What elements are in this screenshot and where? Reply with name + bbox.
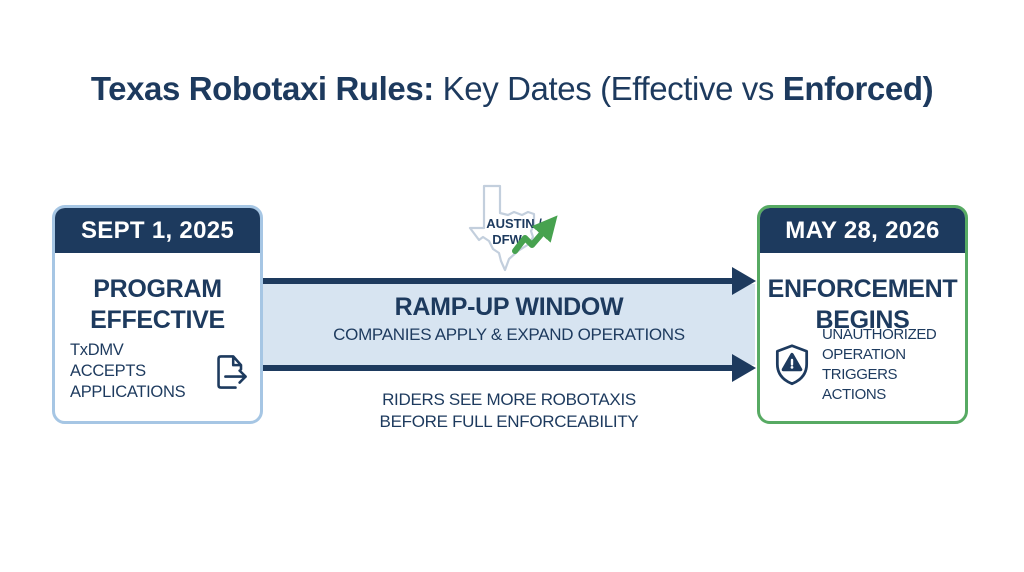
right-card-note-line3: TRIGGERS ACTIONS	[822, 366, 898, 403]
band-subtitle: COMPANIES APPLY & EXPAND OPERATIONS	[333, 325, 685, 344]
timeline-arrow-top-line	[263, 278, 735, 284]
card-enforcement-begins: MAY 28, 2026 ENFORCEMENT BEGINS UNAUTHOR…	[757, 205, 968, 424]
left-card-note-line2: APPLICATIONS	[70, 383, 186, 401]
texas-map-graphic: AUSTIN / DFW	[458, 181, 578, 275]
left-card-date: SEPT 1, 2025	[55, 208, 260, 253]
document-export-icon	[217, 354, 247, 389]
shield-alert-icon	[775, 344, 809, 386]
timeline-arrow-bottom-head-icon	[732, 354, 756, 382]
right-card-title: ENFORCEMENT BEGINS	[760, 274, 965, 336]
timeline-arrow-top-head-icon	[732, 267, 756, 295]
page-title: Texas Robotaxi Rules: Key Dates (Effecti…	[0, 70, 1024, 108]
left-card-title: PROGRAM EFFECTIVE	[55, 274, 260, 336]
footnote-line2: BEFORE FULL ENFORCEABILITY	[379, 412, 639, 431]
right-card-date: MAY 28, 2026	[760, 208, 965, 253]
timeline-arrow-bottom-line	[263, 365, 735, 371]
texas-map-icon: AUSTIN / DFW	[468, 184, 558, 272]
left-card-note-text: TxDMV ACCEPTS APPLICATIONS	[70, 340, 200, 403]
footnote: RIDERS SEE MORE ROBOTAXIS BEFORE FULL EN…	[263, 389, 755, 433]
map-label-line2: DFW	[492, 232, 522, 247]
left-card-note: TxDMV ACCEPTS APPLICATIONS	[70, 340, 252, 403]
left-card-note-line1: TxDMV ACCEPTS	[70, 341, 146, 380]
right-card-title-line2: BEGINS	[815, 306, 910, 334]
right-card-note-line2: OPERATION	[822, 346, 906, 363]
footnote-line1: RIDERS SEE MORE ROBOTAXIS	[382, 390, 636, 409]
left-card-title-line2: EFFECTIVE	[90, 306, 225, 334]
left-card-title-line1: PROGRAM	[93, 275, 222, 303]
right-card-note-line1: UNAUTHORIZED	[822, 326, 937, 343]
page-title-regular: Key Dates (Effective vs	[433, 70, 783, 107]
card-program-effective: SEPT 1, 2025 PROGRAM EFFECTIVE TxDMV ACC…	[52, 205, 263, 424]
right-card-note: UNAUTHORIZED OPERATION TRIGGERS ACTIONS	[770, 325, 961, 405]
map-label-line1: AUSTIN /	[486, 216, 542, 231]
band-title: RAMP-UP WINDOW	[394, 293, 624, 321]
right-card-note-text: UNAUTHORIZED OPERATION TRIGGERS ACTIONS	[822, 325, 961, 405]
page-title-bold-suffix: Enforced)	[782, 70, 934, 107]
growth-arrow-icon	[512, 215, 558, 254]
ramp-up-band: RAMP-UP WINDOW COMPANIES APPLY & EXPAND …	[263, 284, 755, 365]
page-title-bold-prefix: Texas Robotaxi Rules:	[90, 70, 434, 107]
right-card-title-line1: ENFORCEMENT	[767, 275, 958, 303]
